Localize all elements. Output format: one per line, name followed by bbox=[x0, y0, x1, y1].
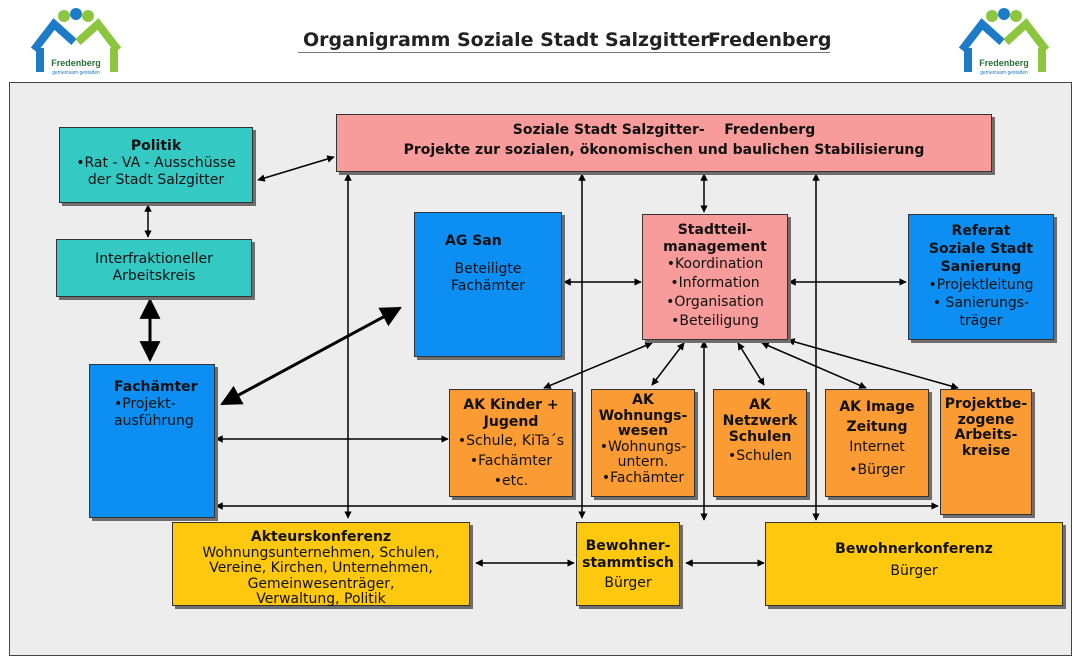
page-title-location: Fredenberg bbox=[708, 29, 832, 51]
akteurskonferenz-line: Verwaltung, Politik bbox=[256, 591, 386, 607]
politik-line-2: der Stadt Salzgitter bbox=[87, 172, 225, 188]
arrow-stm-ak-kinder bbox=[543, 342, 653, 389]
ak-kinder-line-1: •Schule, KiTa´s bbox=[457, 433, 565, 449]
ak-wohnung-title-2: Wohnungs- bbox=[598, 407, 688, 424]
ak-kinder-box: AK Kinder + Jugend •Schule, KiTa´s •Fach… bbox=[449, 389, 573, 497]
akteurskonferenz-line: Gemeinwesenträger, bbox=[247, 575, 395, 592]
arrow-fachaemter-ag-san bbox=[220, 306, 402, 406]
stammtisch-line-1: Bürger bbox=[604, 575, 652, 591]
fredenberg-logo-left: Fredenberg gemeinsam gestalten bbox=[30, 8, 122, 76]
soziale-stadt-subtitle: Projekte zur sozialen, ökonomischen und … bbox=[403, 142, 925, 158]
projektbezogen-box: Projektbe- zogene Arbeits- kreise bbox=[940, 389, 1032, 515]
stammtisch-title-1: Bewohner- bbox=[585, 538, 671, 554]
fachaemter-line-2: ausführung bbox=[114, 413, 194, 429]
interfraktionell-line-2: Arbeitskreis bbox=[112, 268, 196, 284]
arrow-stm-ak-netzwerk bbox=[737, 342, 765, 386]
ak-netzwerk-title-3: Schulen bbox=[728, 429, 792, 445]
politik-box: Politik •Rat - VA - Ausschüsse der Stadt… bbox=[59, 127, 253, 203]
ak-image-title-1: AK Image bbox=[839, 399, 915, 415]
ak-wohnung-title-1: AK bbox=[632, 392, 654, 408]
projektbezogen-title-1: Projektbe- bbox=[944, 396, 1028, 412]
stadtteilmanagement-item: •Organisation bbox=[666, 294, 764, 310]
ak-image-line-2: •Bürger bbox=[849, 462, 905, 478]
referat-title-3: Sanierung bbox=[940, 259, 1022, 275]
projektbezogen-title-4: kreise bbox=[961, 442, 1011, 459]
stadtteilmanagement-item: •Koordination bbox=[666, 256, 764, 272]
ak-wohnung-line-3: •Fachämter bbox=[601, 469, 685, 486]
akteurskonferenz-title: Akteurskonferenz bbox=[250, 529, 392, 545]
stadtteilmanagement-title-2: management bbox=[663, 238, 767, 255]
ak-kinder-title-2: Jugend bbox=[483, 414, 539, 430]
akteurskonferenz-line: Vereine, Kirchen, Unternehmen, bbox=[209, 560, 433, 576]
stadtteilmanagement-title-1: Stadtteil- bbox=[677, 222, 753, 238]
politik-title: Politik bbox=[130, 138, 182, 154]
fachaemter-box: Fachämter •Projekt- ausführung bbox=[89, 364, 215, 518]
bewohnerkonferenz-line-1: Bürger bbox=[890, 563, 938, 579]
ag-san-box: AG San Beteiligte Fachämter bbox=[414, 212, 562, 357]
ak-kinder-line-2: •Fachämter bbox=[469, 453, 553, 469]
projektbezogen-title-2: zogene bbox=[957, 411, 1015, 428]
logo-text: Fredenberg bbox=[51, 58, 101, 68]
ag-san-line-1: Beteiligte bbox=[454, 261, 522, 277]
ak-image-line-1: Internet bbox=[849, 439, 905, 455]
ak-kinder-line-3: •etc. bbox=[493, 473, 529, 489]
ak-image-title-2: Zeitung bbox=[846, 419, 908, 435]
arrow-stm-ak-wohnung bbox=[651, 342, 685, 386]
logo-subtext: gemeinsam gestalten bbox=[980, 70, 1028, 76]
soziale-stadt-box: Soziale Stadt Salzgitter- Fredenberg Pro… bbox=[336, 114, 992, 172]
referat-line-2: • Sanierungs- bbox=[932, 295, 1030, 311]
referat-line-1: •Projektleitung bbox=[928, 277, 1034, 293]
stammtisch-title-2: stammtisch bbox=[582, 555, 674, 571]
stadtteilmanagement-item: •Information bbox=[670, 275, 760, 291]
title-underline bbox=[298, 52, 830, 53]
akteurskonferenz-line: Wohnungsunternehmen, Schulen, bbox=[202, 544, 440, 561]
ak-kinder-title-1: AK Kinder + bbox=[463, 397, 559, 413]
ak-wohnung-box: AK Wohnungs- wesen •Wohnungs- untern. •F… bbox=[591, 389, 695, 497]
ak-wohnung-title-3: wesen bbox=[617, 423, 669, 439]
stammtisch-box: Bewohner- stammtisch Bürger bbox=[576, 522, 680, 606]
ag-san-line-2: Fachämter bbox=[451, 278, 525, 294]
bewohnerkonferenz-title: Bewohnerkonferenz bbox=[835, 541, 993, 557]
akteurskonferenz-box: Akteurskonferenz Wohnungsunternehmen, Sc… bbox=[172, 522, 470, 607]
referat-line-3: träger bbox=[959, 313, 1003, 329]
ag-san-title: AG San bbox=[445, 233, 502, 249]
politik-line-1: •Rat - VA - Ausschüsse bbox=[76, 155, 236, 171]
logo-subtext: gemeinsam gestalten bbox=[52, 70, 100, 76]
ak-wohnung-line-1: •Wohnungs- bbox=[599, 438, 687, 455]
referat-box: Referat Soziale Stadt Sanierung •Projekt… bbox=[908, 214, 1054, 340]
stadtteilmanagement-box: Stadtteil- management •Koordination •Inf… bbox=[642, 214, 788, 340]
referat-title-1: Referat bbox=[951, 223, 1011, 239]
ak-netzwerk-title-2: Netzwerk bbox=[722, 413, 798, 429]
ak-netzwerk-box: AK Netzwerk Schulen •Schulen bbox=[713, 389, 807, 497]
arrow-politik-soziale-stadt bbox=[257, 155, 335, 182]
arrow-stm-projektbezogen bbox=[787, 338, 959, 390]
interfraktionell-line-1: Interfraktioneller bbox=[95, 251, 213, 267]
bewohnerkonferenz-box: Bewohnerkonferenz Bürger bbox=[765, 522, 1063, 606]
page-title: Organigramm Soziale Stadt Salzgitter- bbox=[303, 29, 718, 51]
ak-netzwerk-line-1: •Schulen bbox=[728, 448, 792, 464]
ak-wohnung-line-2: untern. bbox=[617, 454, 669, 470]
fachaemter-line-1: •Projekt- bbox=[114, 396, 176, 412]
referat-title-2: Soziale Stadt bbox=[928, 241, 1034, 257]
fachaemter-title: Fachämter bbox=[114, 379, 198, 395]
stadtteilmanagement-item: •Beteiligung bbox=[671, 313, 759, 329]
projektbezogen-title-3: Arbeits- bbox=[954, 427, 1018, 443]
soziale-stadt-title: Soziale Stadt Salzgitter- Fredenberg bbox=[512, 122, 816, 138]
ak-image-box: AK Image Zeitung Internet •Bürger bbox=[825, 389, 929, 497]
ak-netzwerk-title-1: AK bbox=[749, 397, 771, 413]
logo-text: Fredenberg bbox=[979, 58, 1029, 68]
interfraktionell-box: Interfraktioneller Arbeitskreis bbox=[56, 239, 252, 297]
fredenberg-logo-right: Fredenberg gemeinsam gestalten bbox=[958, 8, 1050, 76]
arrow-stm-ak-image bbox=[761, 342, 867, 389]
